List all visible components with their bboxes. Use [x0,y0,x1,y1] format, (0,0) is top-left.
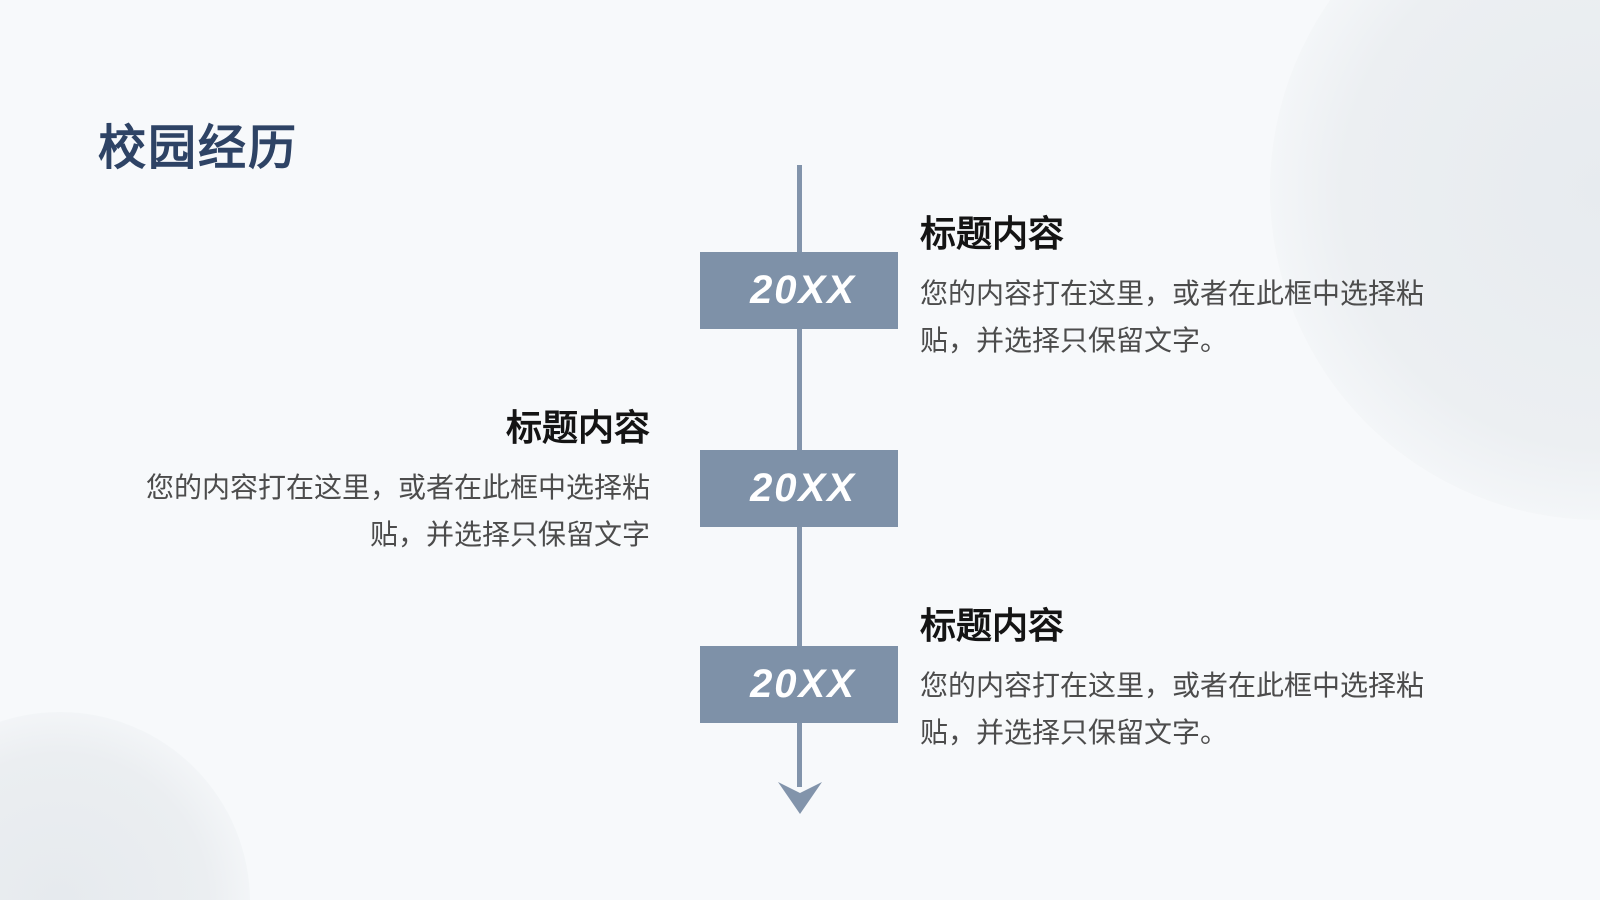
event-body-2: 您的内容打在这里，或者在此框中选择粘贴，并选择只保留文字 [145,472,650,550]
timeline-event-2: 标题内容 您的内容打在这里，或者在此框中选择粘贴，并选择只保留文字 [105,406,650,558]
event-body-3: 您的内容打在这里，或者在此框中选择粘贴，并选择只保留文字。 [920,670,1425,748]
event-heading-1: 标题内容 [920,213,1065,254]
year-label-2: 20XX [750,466,856,510]
timeline-event-1: 标题内容 您的内容打在这里，或者在此框中选择粘贴，并选择只保留文字。 [920,212,1465,364]
year-label-1: 20XX [750,268,856,312]
timeline-year-box-3: 20XX [700,646,898,723]
timeline-year-box-2: 20XX [700,450,898,527]
event-heading-3: 标题内容 [920,605,1065,646]
decorative-circle-bottom-left [0,712,250,900]
timeline-year-box-1: 20XX [700,252,898,329]
event-body-1: 您的内容打在这里，或者在此框中选择粘贴，并选择只保留文字。 [920,278,1425,356]
year-label-3: 20XX [750,662,856,706]
timeline-event-3: 标题内容 您的内容打在这里，或者在此框中选择粘贴，并选择只保留文字。 [920,604,1465,756]
slide-title: 校园经历 [98,122,299,176]
event-heading-2: 标题内容 [505,407,650,448]
timeline-arrow-down-icon [778,782,822,814]
